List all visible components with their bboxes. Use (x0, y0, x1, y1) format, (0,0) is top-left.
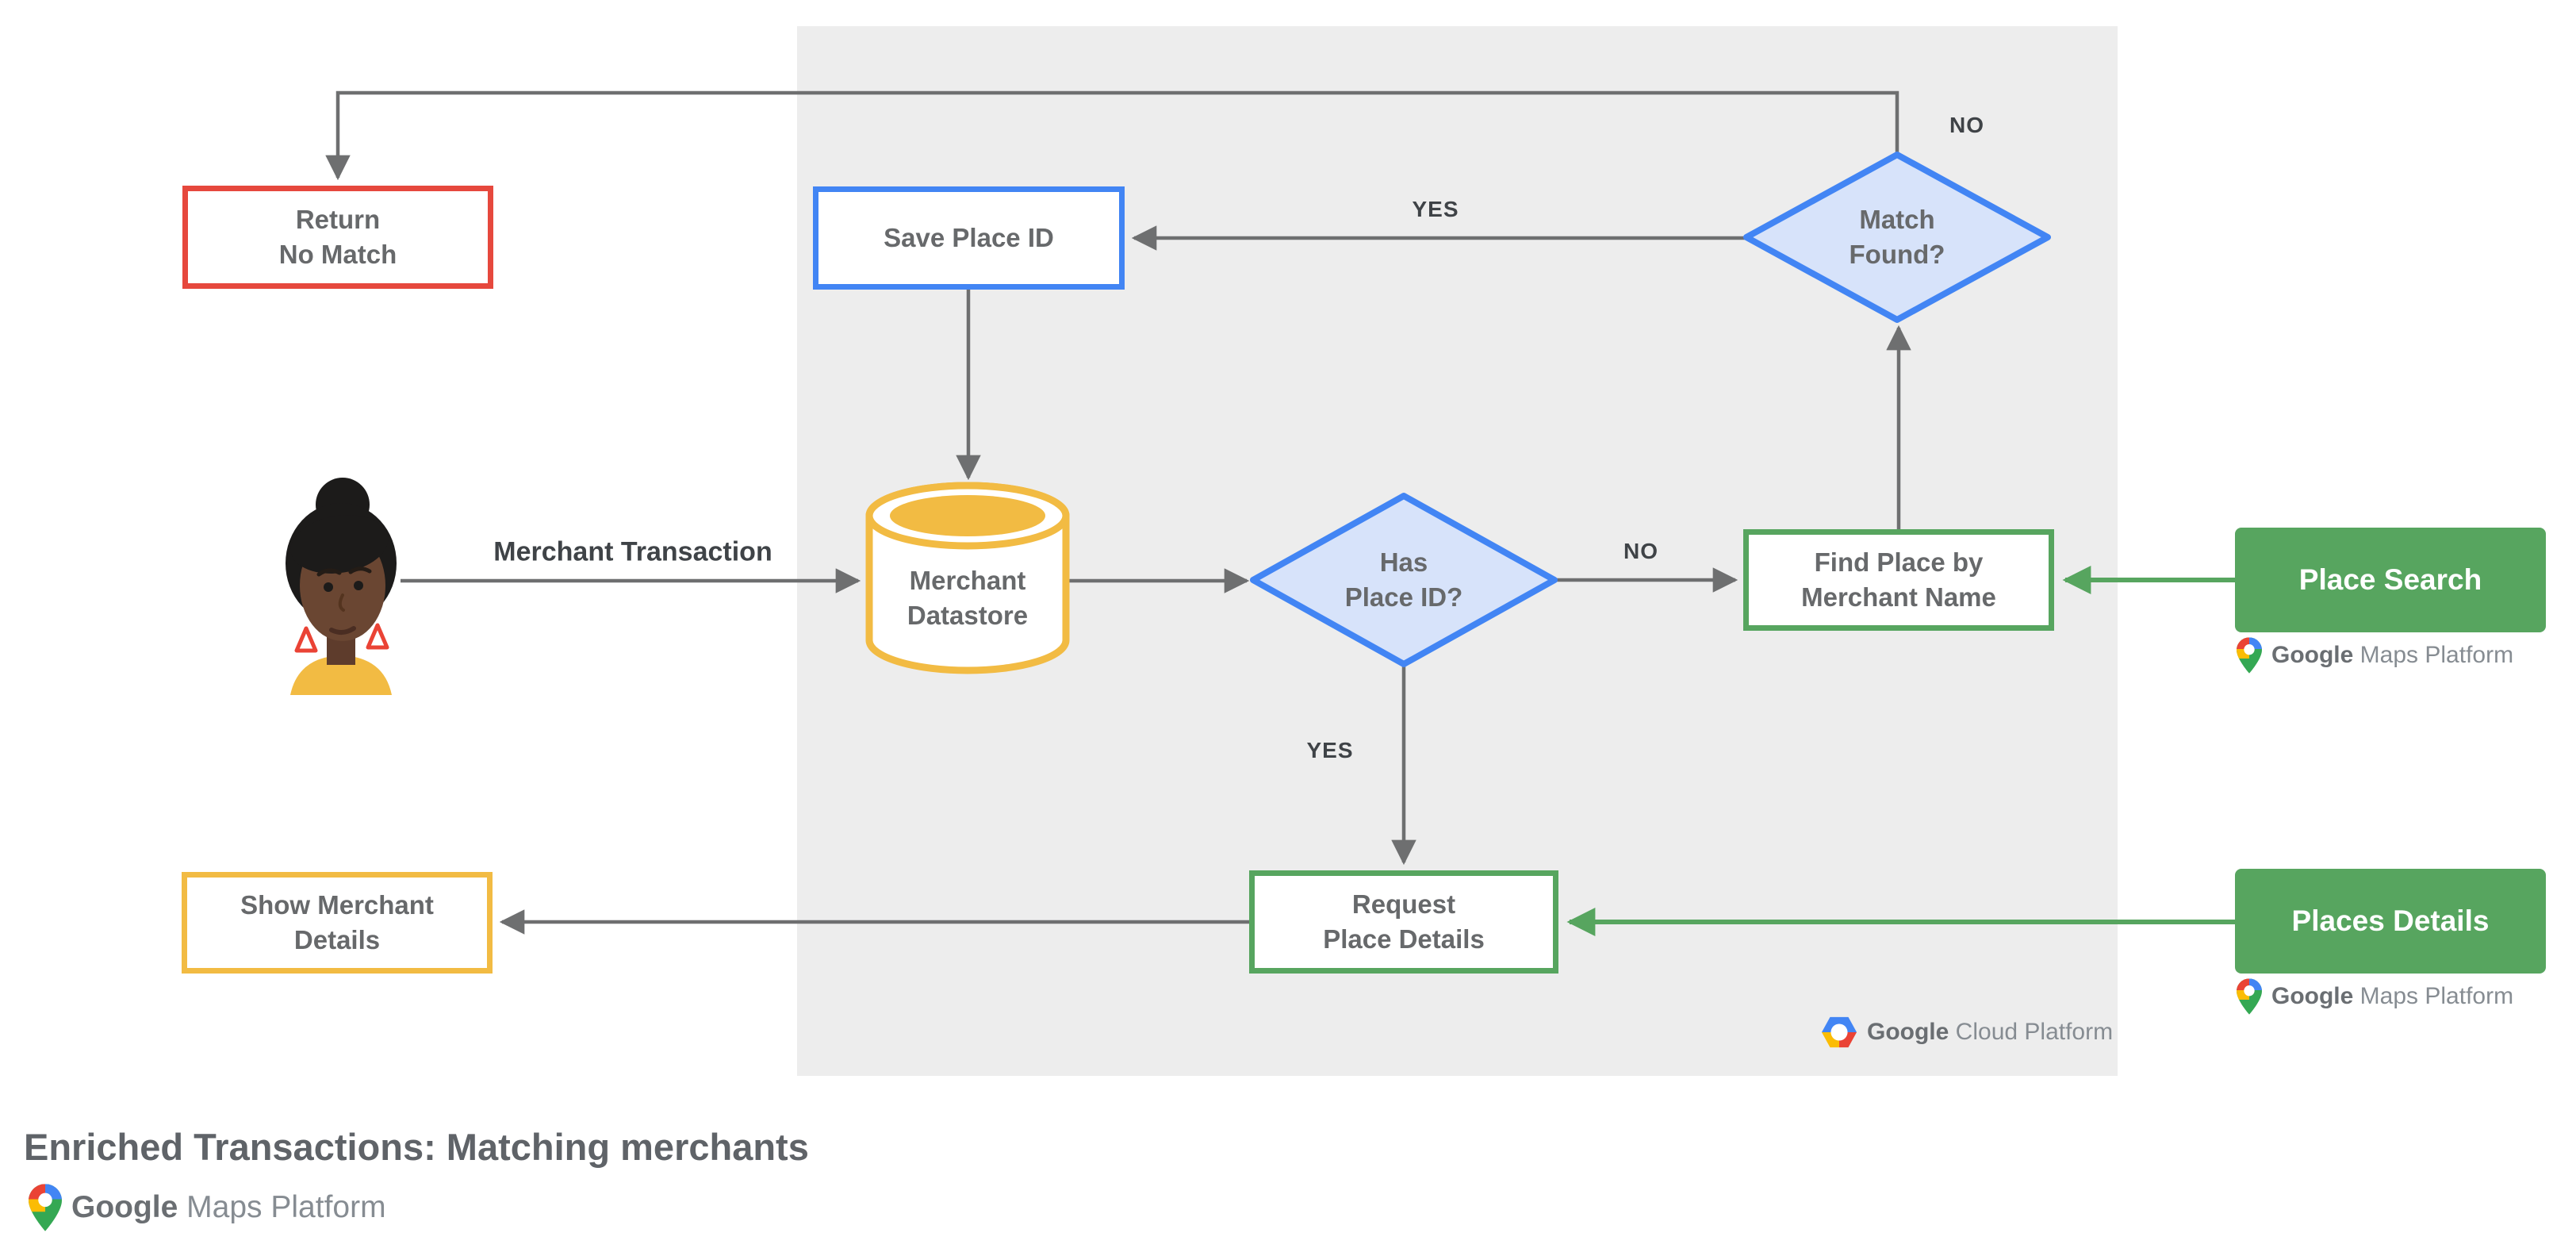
node-request-place-details: Request Place Details (1249, 870, 1558, 974)
node-return-no-match: Return No Match (182, 186, 493, 289)
google-cloud-hexagon-icon (1821, 1016, 1857, 1048)
node-label: Merchant Name (1801, 582, 1996, 612)
edge-label-yes: YES (1412, 197, 1459, 221)
place-search-api-box: Place Search (2235, 528, 2546, 632)
edge-label-yes: YES (1306, 738, 1354, 762)
edge-label-merchant-transaction: Merchant Transaction (493, 536, 772, 567)
google-maps-pin-icon (2237, 637, 2262, 674)
google-cloud-platform-logo: Google Cloud Platform (1821, 1016, 2113, 1049)
google-maps-pin-icon (29, 1184, 62, 1231)
node-show-merchant-details: Show Merchant Details (182, 872, 493, 974)
match-found-label: Match Found? (1849, 205, 1945, 269)
diagram-title: Enriched Transactions: Matching merchant… (24, 1126, 809, 1168)
edge-label-no: NO (1949, 113, 1984, 137)
logo-text: Google Maps Platform (71, 1190, 386, 1224)
google-maps-platform-logo: Google Maps Platform (2237, 637, 2513, 674)
merchant-datastore-label: Merchant Datastore (907, 566, 1029, 630)
google-maps-platform-logo: Google Maps Platform (29, 1184, 386, 1231)
logo-text: Google Maps Platform (2271, 642, 2514, 668)
node-save-place-id: Save Place ID (813, 186, 1125, 290)
node-label: Request (1351, 889, 1456, 920)
node-label: Show Merchant (240, 890, 434, 920)
places-details-api-box: Places Details (2235, 869, 2546, 974)
google-maps-pin-icon (2237, 978, 2262, 1015)
node-label: Place Details (1323, 924, 1485, 954)
node-label: Save Place ID (884, 223, 1054, 253)
person-avatar (286, 478, 397, 695)
logo-text: Google Maps Platform (2271, 983, 2514, 1009)
edge-label-no: NO (1623, 539, 1658, 563)
node-label: Find Place by (1814, 547, 1984, 578)
node-label: Details (293, 925, 381, 954)
node-find-place-by-merchant-name: Find Place by Merchant Name (1743, 529, 2054, 631)
node-label: No Match (278, 240, 397, 269)
has-place-id-label: Has Place ID? (1344, 547, 1463, 612)
logo-text: Google Cloud Platform (1867, 1019, 2114, 1045)
node-label: Return (295, 205, 381, 235)
google-maps-platform-logo: Google Maps Platform (2237, 978, 2513, 1015)
